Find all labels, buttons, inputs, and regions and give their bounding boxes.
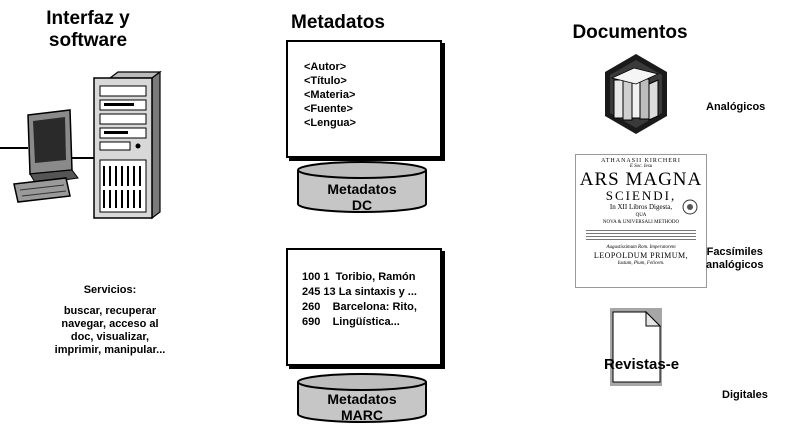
dc-field: <Lengua> bbox=[304, 117, 356, 129]
service-line: imprimir, manipular... bbox=[54, 344, 166, 356]
facsimile-label: Facsímiles analógicos bbox=[706, 246, 763, 272]
service-line: doc, visualizar, bbox=[70, 331, 150, 343]
dc-cylinder-line1: Metadatos bbox=[327, 181, 397, 197]
facsimile-dedication: Augustissimum Rom. Imperatorem bbox=[606, 245, 676, 250]
interface-title-line1: Interfaz y bbox=[46, 8, 130, 29]
marc-field: 690 Lingüística... bbox=[302, 316, 400, 328]
dc-field: <Autor> bbox=[304, 61, 347, 73]
services-title: Servicios: bbox=[83, 284, 137, 296]
marc-cylinder-label: Metadatos MARC bbox=[300, 391, 424, 423]
facsimile-title-line1: ARS MAGNA bbox=[579, 169, 703, 190]
marc-field: 260 Barcelona: Rito, bbox=[302, 301, 417, 313]
facsimile-label-line2: analógicos bbox=[706, 259, 764, 271]
facsimile-subtitle: In XII Libros Digesta, bbox=[609, 203, 673, 211]
dc-cylinder-line2: DC bbox=[351, 197, 373, 213]
facsimile-label-line1: Facsímiles bbox=[706, 246, 763, 258]
facsimile-author: ATHANASII KIRCHERI bbox=[601, 158, 681, 164]
facsimile-method: NOVA & UNIVERSALI METHODO bbox=[602, 220, 680, 225]
interface-title: Interfaz y software bbox=[18, 8, 158, 52]
facsimile-footer: Iustum, Pium, Felicem. bbox=[617, 261, 665, 266]
analog-label: Analógicos bbox=[706, 101, 766, 113]
facsimile-qua: QUA bbox=[635, 213, 647, 218]
facsimile-title-line2: SCIENDI, bbox=[605, 188, 677, 203]
services-list: buscar, recuperar navegar, acceso al doc… bbox=[40, 305, 180, 357]
facsimile-emperor: LEOPOLDUM PRIMUM, bbox=[593, 251, 689, 260]
facsimile-order: E Soc. Iesu bbox=[629, 164, 653, 169]
dc-cylinder-label: Metadatos DC bbox=[300, 181, 424, 213]
marc-field: 100 1 Toribio, Ramón bbox=[302, 271, 416, 283]
ejournal-label: Revistas-e bbox=[604, 356, 680, 373]
dc-field: <Título> bbox=[304, 75, 347, 87]
dc-field: <Materia> bbox=[304, 89, 356, 101]
digital-label: Digitales bbox=[722, 389, 768, 401]
facsimile-page-image: ATHANASII KIRCHERI E Soc. Iesu ARS MAGNA… bbox=[575, 154, 707, 288]
service-line: navegar, acceso al bbox=[61, 318, 159, 330]
facsimile-body-lines bbox=[586, 228, 696, 242]
metadata-title: Metadatos bbox=[291, 12, 385, 33]
marc-cylinder-line2: MARC bbox=[341, 407, 383, 423]
interface-title-line2: software bbox=[48, 30, 128, 51]
marc-metadata-box: 100 1 Toribio, Ramón 245 13 La sintaxis … bbox=[286, 248, 442, 366]
dc-metadata-box: <Autor> <Título> <Materia> <Fuente> <Len… bbox=[286, 40, 442, 158]
documents-title: Documentos bbox=[572, 22, 688, 43]
dc-field: <Fuente> bbox=[304, 103, 353, 115]
marc-field: 245 13 La sintaxis y ... bbox=[302, 286, 417, 298]
service-line: buscar, recuperar bbox=[63, 305, 157, 317]
marc-cylinder-line1: Metadatos bbox=[327, 391, 397, 407]
